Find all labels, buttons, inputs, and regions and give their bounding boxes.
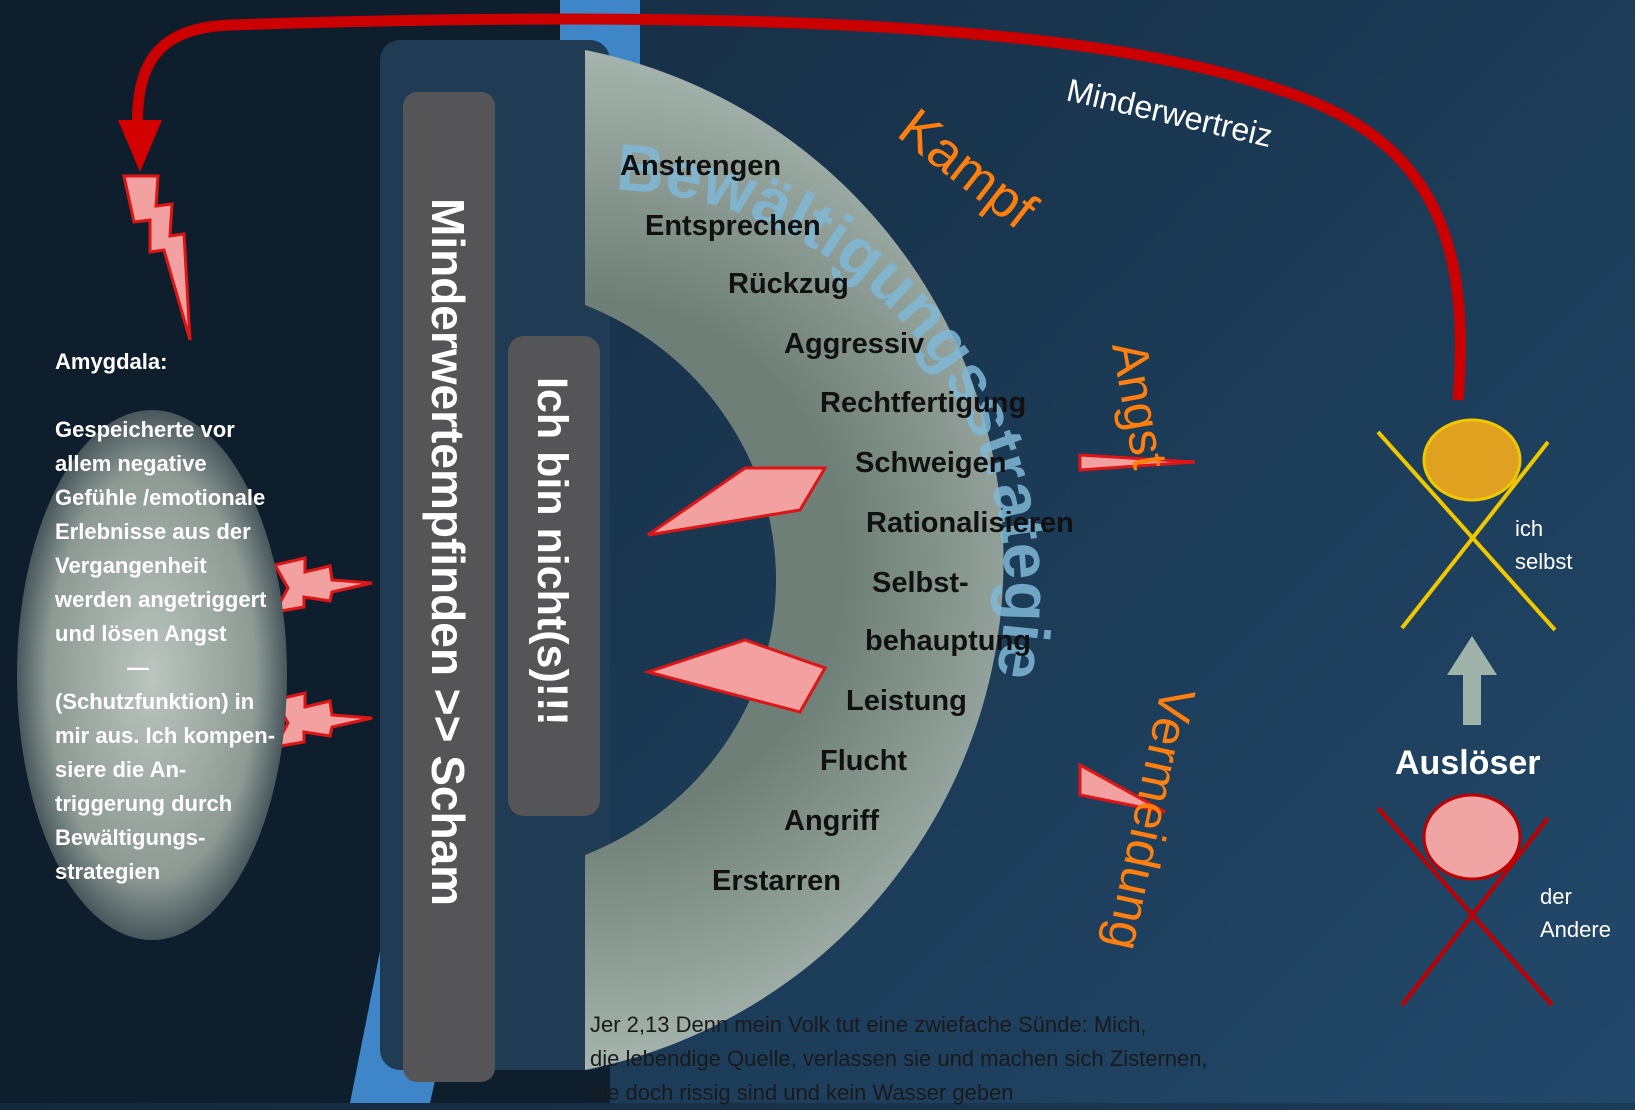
vermeidung-label: Vermeidung (1096, 683, 1206, 956)
strategy-item: Rechtfertigung (820, 387, 1026, 419)
verse-line: die lebendige Quelle, verlassen sie und … (590, 1046, 1208, 1071)
strategy-item: Rückzug (728, 268, 849, 300)
amygdala-text: Amygdala: Gespeicherte vor allem negativ… (55, 345, 305, 889)
kampf-ray (647, 466, 828, 537)
strategy-item: behauptung (865, 625, 1031, 657)
trigger-label: Auslöser (1395, 744, 1541, 782)
angst-ray (1078, 453, 1196, 472)
strategy-item: Aggressiv (784, 328, 924, 360)
self-label-line: selbst (1515, 549, 1573, 574)
verse-line: die doch rissig sind und kein Wasser geb… (590, 1080, 1014, 1105)
angst-label: Angst (1101, 337, 1178, 473)
self-label-line: ich (1515, 516, 1544, 541)
amygdala-line: strategien (55, 859, 161, 884)
lightning-bolt-icon (122, 174, 192, 341)
strategy-item: Flucht (820, 745, 907, 777)
strategy-list: Anstrengen Entsprechen Rückzug Aggressiv… (620, 150, 1074, 897)
bible-verse: Jer 2,13 Denn mein Volk tut eine zwiefac… (590, 1008, 1310, 1110)
strategy-item: Leistung (846, 685, 967, 717)
kampf-ray (642, 638, 828, 714)
amygdala-oval (17, 410, 287, 940)
ich-bin-nicht-label: Ich bin nicht(s)!!! (528, 377, 576, 726)
arrow-head (118, 120, 162, 172)
strategy-item: Entsprechen (645, 210, 821, 242)
amygdala-heading: Amygdala: (55, 349, 168, 374)
strategy-item: Erstarren (712, 865, 841, 897)
other-figure (1376, 793, 1554, 1007)
trigger-arrow-icon (1447, 636, 1497, 725)
amygdala-line: und lösen Angst (55, 621, 227, 646)
amygdala-line: werden angetriggert (55, 587, 267, 612)
coping-ring (585, 50, 1004, 1070)
strategy-item: Selbst- (872, 567, 969, 599)
vermeidung-ray (1078, 762, 1166, 814)
ich-bin-nicht-bar (508, 336, 600, 816)
strategy-item: Angriff (784, 805, 879, 837)
minderwertreiz-arrow (131, 13, 1466, 401)
verse-line: Jer 2,13 Denn mein Volk tut eine zwiefac… (590, 1012, 1147, 1037)
amygdala-line: triggerung durch (55, 791, 233, 816)
amygdala-line: Gefühle /emotionale (55, 485, 266, 510)
other-label: der Andere (1540, 880, 1611, 946)
strategy-item: Rationalisieren (866, 507, 1074, 539)
strategy-item: Anstrengen (620, 150, 781, 182)
amygdala-line: allem negative (55, 451, 207, 476)
amygdala-line: Bewältigungs- (55, 825, 206, 850)
amygdala-line: siere die An- (55, 757, 187, 782)
amygdala-dash: — (127, 655, 149, 680)
self-figure (1376, 418, 1557, 632)
minderwert-label: Minderwertempfinden >> Scham (422, 198, 474, 907)
minderwert-bar (403, 92, 495, 1082)
amygdala-line: mir aus. Ich kompen- (55, 723, 276, 748)
strategy-item: Schweigen (855, 447, 1007, 479)
other-label-line: Andere (1540, 917, 1611, 942)
amygdala-line: Gespeicherte vor (55, 417, 235, 442)
kampf-label: Kampf (888, 97, 1049, 241)
amygdala-line: (Schutzfunktion) in (55, 689, 255, 714)
amygdala-line: Erlebnisse aus der (55, 519, 251, 544)
other-label-line: der (1540, 884, 1572, 909)
amygdala-line: Vergangenheit (55, 553, 207, 578)
self-label: ich selbst (1515, 512, 1572, 578)
